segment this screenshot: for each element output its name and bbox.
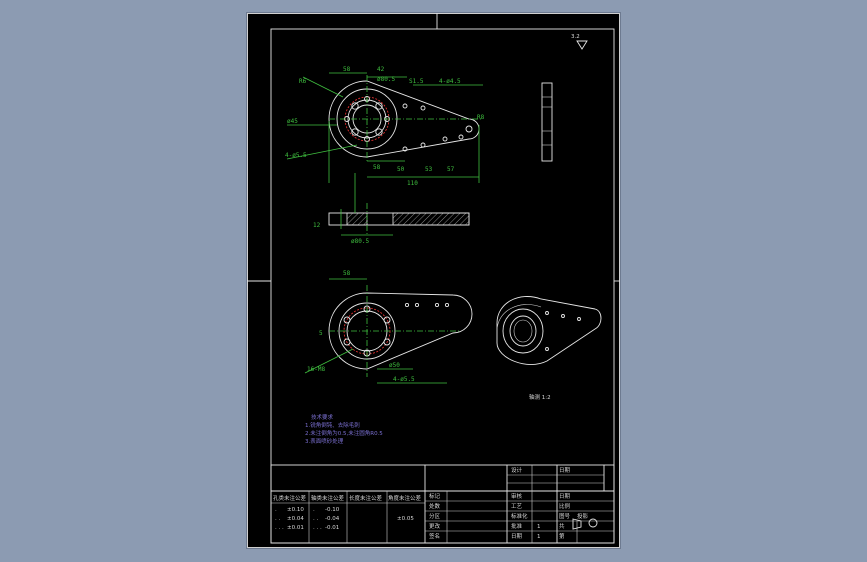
dim-top-5: R6 xyxy=(299,78,307,85)
tb-row-4-left: 签名 xyxy=(429,532,440,540)
tb-row-3-right: 共 xyxy=(559,522,565,530)
dim-bottom-0: 58 xyxy=(343,270,351,277)
drawing-border xyxy=(270,28,615,544)
dim-bottom-3: ø50 xyxy=(389,362,400,369)
tb-top-label-0: 设计 xyxy=(511,466,523,474)
tb-row-0-left: 标记 xyxy=(429,492,441,500)
dim-top-1: 42 xyxy=(377,66,385,73)
tol-r0-c0: . xyxy=(275,507,277,513)
tol-header-1: 轴类未注公差 xyxy=(311,494,345,502)
section-view xyxy=(328,173,470,236)
tol-header-3: 角度未注公差 xyxy=(388,494,422,502)
tb-projection: 投影 xyxy=(577,512,589,520)
dim-top-3: S1.5 xyxy=(409,78,424,85)
tb-row-4-mid: 日期 xyxy=(511,533,523,540)
outer-frame xyxy=(247,13,620,548)
drawing-sheet: 3.2 58 42 ø80.5 S1.5 4-ø4.5 R6 ø45 R8 xyxy=(247,13,620,548)
tb-row-1-left: 处数 xyxy=(429,502,441,510)
tb-row-2-mid: 标准化 xyxy=(511,512,528,520)
tb-row-0-right: 日期 xyxy=(559,493,571,500)
dim-mid-0: 12 xyxy=(313,222,321,229)
dim-top-11: 53 xyxy=(425,166,433,173)
drawing-canvas: 3.2 58 42 ø80.5 S1.5 4-ø4.5 R6 ø45 R8 xyxy=(247,13,620,548)
dim-top-7: R8 xyxy=(477,114,485,121)
tol-r1-c1: ±0.04 xyxy=(287,516,304,522)
dim-top-6: ø45 xyxy=(287,118,298,125)
tol-r0-c2: . xyxy=(313,507,315,513)
dim-top-0: 58 xyxy=(343,66,351,73)
dim-bottom-2: 16-M8 xyxy=(307,366,325,373)
tb-row-3-left: 更改 xyxy=(429,522,441,530)
tol-r1-c0: . . xyxy=(275,516,280,522)
tb-row-0-mid: 审核 xyxy=(511,492,523,500)
tb-top-label-1: 日期 xyxy=(559,467,571,474)
top-view xyxy=(286,72,483,183)
tol-r1-c2: . . xyxy=(313,516,318,522)
tol-r2-c2: . . . xyxy=(313,525,322,531)
tb-misc-1: 1 xyxy=(537,524,541,530)
tb-row-2-right: 图号 xyxy=(559,512,571,520)
scale-note: 轴测 1:2 xyxy=(529,393,551,401)
dim-top-4: 4-ø4.5 xyxy=(439,78,461,85)
tol-r2-c3: -0.01 xyxy=(325,525,339,531)
tb-row-2-left: 分区 xyxy=(429,512,441,520)
tol-r2-c1: ±0.01 xyxy=(287,525,304,531)
tol-r0-c3: -0.10 xyxy=(325,507,340,513)
dim-bottom-4: 4-ø5.5 xyxy=(393,376,415,383)
isometric-view xyxy=(496,296,602,365)
dim-top-8: 4-ø5.5 xyxy=(285,152,307,159)
tb-row-4-right: 第 xyxy=(559,532,565,540)
tech-req-line-0: 1.锐角倒钝、去除毛刺 xyxy=(305,421,360,429)
tech-req-line-2: 3.表面喷砂处理 xyxy=(305,437,344,445)
tb-row-1-mid: 工艺 xyxy=(511,503,523,510)
title-block xyxy=(270,464,615,544)
roughness-symbol: 3.2 xyxy=(571,34,588,50)
tech-req-line-1: 2.未注倒角为0.5,未注圆角R0.5 xyxy=(305,429,383,437)
tol-header-2: 长度未注公差 xyxy=(349,494,383,502)
roughness-value: 3.2 xyxy=(571,34,580,40)
tol-r1-c3: -0.04 xyxy=(325,516,340,522)
tol-header-0: 孔类未注公差 xyxy=(273,494,307,502)
tb-row-1-right: 比例 xyxy=(559,502,571,510)
dim-top-9: 58 xyxy=(373,164,381,171)
tol-r2-c0: . . . xyxy=(275,525,284,531)
tol-r0-c1: ±0.10 xyxy=(287,507,304,513)
tb-misc-2: 1 xyxy=(537,534,541,540)
dim-top-12: 57 xyxy=(447,166,455,173)
tb-row-3-mid: 批准 xyxy=(511,522,523,530)
dim-mid-1: ø80.5 xyxy=(351,238,369,245)
dim-top-2: ø80.5 xyxy=(377,76,395,83)
tech-req-title: 技术要求 xyxy=(311,413,334,421)
tb-misc-0: ±0.05 xyxy=(397,516,414,522)
dim-top-13: 110 xyxy=(407,180,418,187)
dim-bottom-1: 5 xyxy=(319,330,323,337)
side-view xyxy=(541,82,553,162)
bottom-view xyxy=(304,278,473,384)
tech-requirements: 技术要求 1.锐角倒钝、去除毛刺 2.未注倒角为0.5,未注圆角R0.5 3.表… xyxy=(305,413,383,445)
dim-top-10: 50 xyxy=(397,166,405,173)
